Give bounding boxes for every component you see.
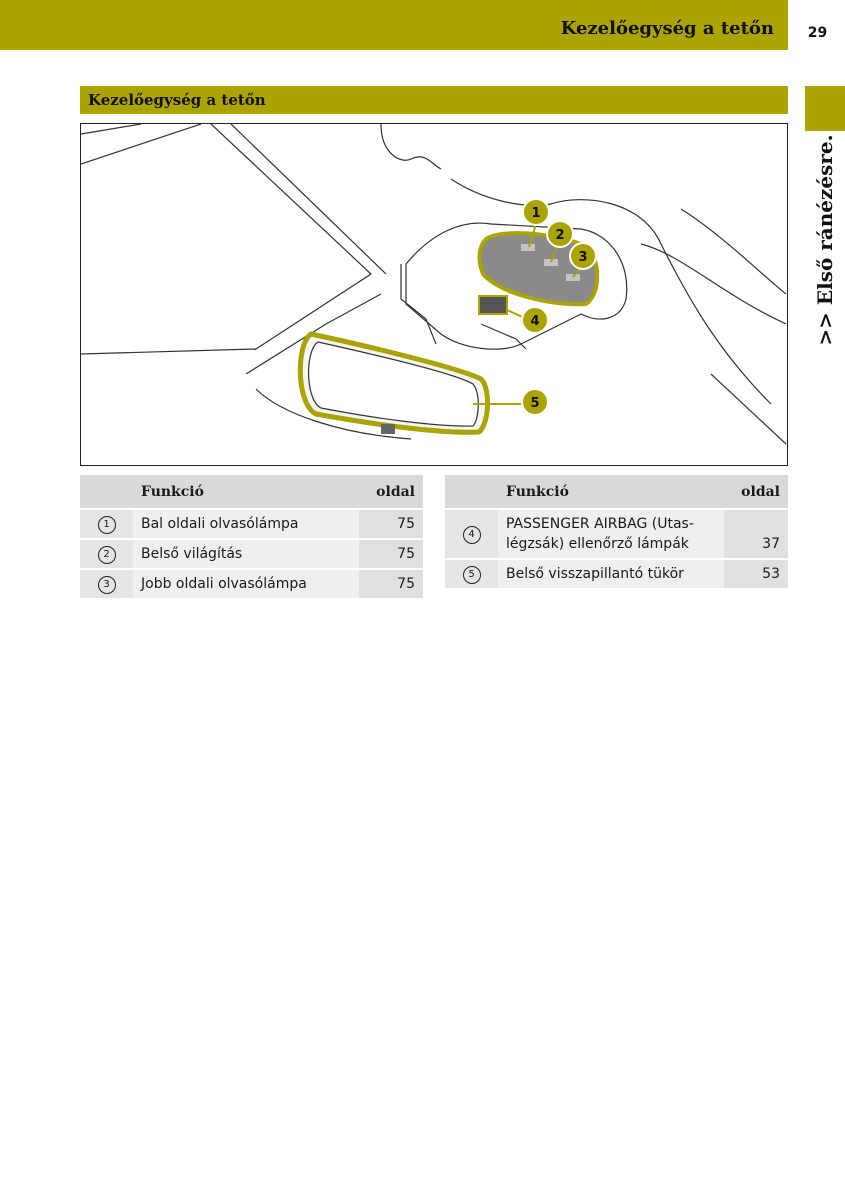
svg-text:2: 2: [555, 228, 564, 243]
page-column-header: oldal: [359, 475, 423, 509]
callout-5: 5: [521, 388, 549, 416]
svg-text:5: 5: [530, 396, 539, 411]
item-number-badge: 4: [462, 525, 481, 544]
table-header-row: Funkció oldal: [445, 475, 788, 509]
side-chapter-label: >> Első ránézésre.: [813, 134, 837, 346]
svg-text:4: 4: [530, 314, 539, 329]
table-header-row: Funkció oldal: [80, 475, 423, 509]
function-label: PASSENGER AIRBAG (Utas-légzsák) ellenőrz…: [498, 508, 724, 559]
function-table-left: Funkció oldal 1 Bal oldali olvasólámpa 7…: [80, 475, 423, 598]
side-tab: [805, 86, 845, 131]
callout-1: 1: [522, 198, 550, 226]
page-number: 29: [790, 0, 845, 50]
callout-3: 3: [569, 242, 597, 270]
function-table-right: Funkció oldal 4 PASSENGER AIRBAG (Utas-l…: [445, 475, 788, 588]
function-column-header: Funkció: [498, 475, 724, 509]
section-title: Kezelőegység a tetőn: [88, 91, 266, 109]
page-reference: 75: [359, 568, 423, 598]
page-reference: 37: [724, 508, 788, 559]
table-row: 3 Jobb oldali olvasólámpa 75: [80, 568, 423, 598]
number-column-header: [445, 475, 498, 509]
callout-4: 4: [521, 306, 549, 334]
function-label: Belső világítás: [133, 538, 359, 569]
callout-markers: 1 2 3 4 5: [521, 198, 597, 416]
svg-text:1: 1: [531, 206, 540, 221]
callout-2: 2: [546, 220, 574, 248]
number-column-header: [80, 475, 133, 509]
function-label: Belső visszapillantó tükör: [498, 558, 724, 588]
table-row: 5 Belső visszapillantó tükör 53: [445, 558, 788, 588]
page-reference: 53: [724, 558, 788, 588]
page-reference: 75: [359, 538, 423, 569]
item-number-badge: 1: [97, 515, 116, 534]
roof-control-unit-illustration: 1 2 3 4 5: [80, 123, 788, 466]
item-number-badge: 3: [97, 575, 116, 594]
function-label: Jobb oldali olvasólámpa: [133, 568, 359, 598]
header-title: Kezelőegység a tetőn: [560, 18, 774, 39]
item-number-badge: 5: [462, 565, 481, 584]
function-column-header: Funkció: [133, 475, 359, 509]
page-reference: 75: [359, 508, 423, 539]
item-number-badge: 2: [97, 545, 116, 564]
table-row: 4 PASSENGER AIRBAG (Utas-légzsák) ellenő…: [445, 508, 788, 559]
table-row: 1 Bal oldali olvasólámpa 75: [80, 508, 423, 539]
section-bar: Kezelőegység a tetőn: [80, 86, 788, 114]
svg-text:3: 3: [578, 250, 587, 265]
function-label: Bal oldali olvasólámpa: [133, 508, 359, 539]
table-row: 2 Belső világítás 75: [80, 538, 423, 569]
illustration-svg: 1 2 3 4 5: [81, 124, 787, 445]
page-column-header: oldal: [724, 475, 788, 509]
header-bar: Kezelőegység a tetőn: [0, 0, 788, 50]
